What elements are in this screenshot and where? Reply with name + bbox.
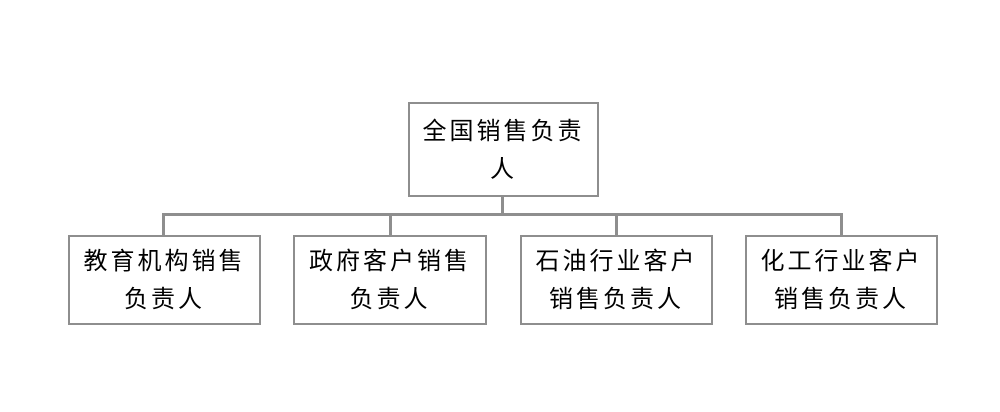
org-node-government-sales-lead: 政府客户销售负责人 xyxy=(293,235,487,325)
org-node-education-sales-lead: 教育机构销售负责人 xyxy=(68,235,261,325)
org-node-label: 政府客户销售负责人 xyxy=(309,247,471,313)
connector-drop-oil xyxy=(615,213,618,235)
org-node-label: 全国销售负责人 xyxy=(422,116,585,183)
connector-drop-education xyxy=(162,213,165,235)
org-node-label: 教育机构销售负责人 xyxy=(83,247,246,313)
org-node-label: 化工行业客户销售负责人 xyxy=(760,247,923,313)
org-node-national-sales-lead: 全国销售负责人 xyxy=(408,102,599,197)
connector-drop-government xyxy=(389,213,392,235)
connector-root-stem xyxy=(501,197,504,215)
connector-horizontal-rail xyxy=(162,213,843,216)
org-node-chemical-industry-sales-lead: 化工行业客户销售负责人 xyxy=(745,235,938,325)
org-node-label: 石油行业客户销售负责人 xyxy=(535,247,698,313)
org-node-oil-industry-sales-lead: 石油行业客户销售负责人 xyxy=(520,235,713,325)
connector-drop-chemical xyxy=(840,213,843,235)
